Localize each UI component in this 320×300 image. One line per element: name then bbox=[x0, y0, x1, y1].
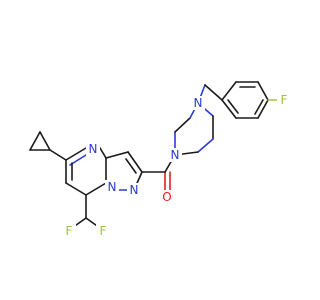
bond bbox=[65, 147, 87, 161]
atom-o-carbonyl: O bbox=[160, 190, 174, 204]
molecule-drawing: N N N N N O F bbox=[29, 81, 291, 238]
bond bbox=[204, 84, 223, 101]
bond bbox=[105, 151, 129, 159]
atom-f-difluoro-2: F bbox=[96, 224, 110, 238]
atom-labels: N N N N N O F bbox=[62, 93, 291, 238]
bond bbox=[227, 99, 239, 114]
atom-f-aryl: F bbox=[277, 93, 291, 107]
atom-label: N bbox=[89, 142, 98, 156]
atom-label: F bbox=[100, 224, 107, 238]
structure-diagram: N N N N N O F bbox=[29, 81, 291, 238]
atom-label: F bbox=[281, 93, 288, 107]
bond bbox=[39, 131, 51, 151]
atom-n-piperazine-bottom: N bbox=[168, 148, 182, 162]
atom-f-difluoro-1: F bbox=[62, 224, 76, 238]
atom-label: N bbox=[130, 183, 139, 197]
atom-n-pyrazole: N bbox=[127, 183, 141, 197]
bond bbox=[29, 131, 41, 151]
bond bbox=[174, 117, 191, 133]
bond bbox=[257, 81, 269, 101]
atom-n-bridge: N bbox=[105, 180, 119, 194]
bond bbox=[221, 81, 237, 101]
atom-n-pyrimidine: N bbox=[86, 142, 100, 156]
bond bbox=[221, 99, 237, 119]
bond bbox=[254, 99, 264, 115]
bond bbox=[127, 151, 143, 173]
bond bbox=[49, 149, 67, 161]
bond bbox=[65, 182, 87, 196]
bond bbox=[85, 182, 107, 196]
atom-n-piperazine-top: N bbox=[191, 96, 205, 110]
atom-label: N bbox=[108, 180, 117, 194]
bond bbox=[257, 99, 269, 119]
bond bbox=[125, 158, 137, 174]
atom-label: N bbox=[171, 148, 180, 162]
bonds bbox=[29, 81, 283, 229]
bond bbox=[197, 138, 214, 153]
atom-label: F bbox=[66, 224, 73, 238]
atom-label: O bbox=[162, 190, 171, 204]
atom-label: N bbox=[194, 96, 203, 110]
bond bbox=[99, 147, 107, 159]
